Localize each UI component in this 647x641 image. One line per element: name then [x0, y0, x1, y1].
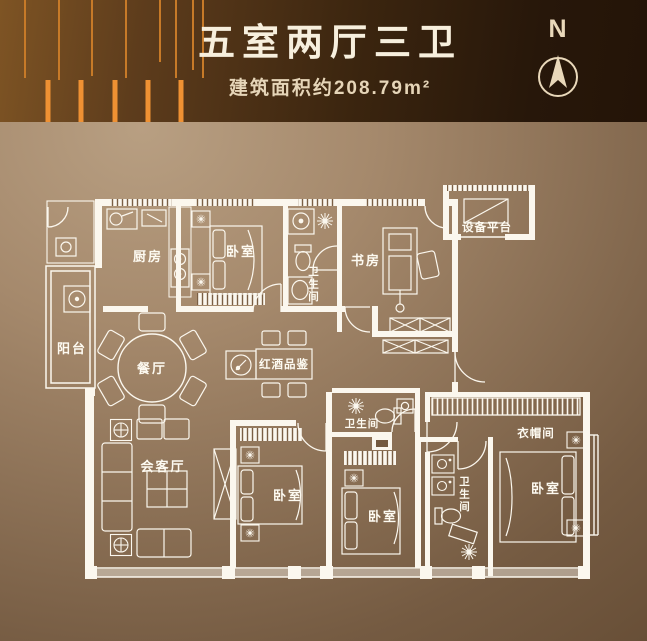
room-labels: 厨房 卧室 卫生间 书房 设备平台 阳台 餐厅 红酒品鉴 会客厅 卧室 卫生间 …: [57, 220, 561, 524]
walls: [85, 185, 590, 579]
bed-icon: [499, 451, 577, 543]
hall-cabinets: [382, 317, 451, 354]
compass-icon: [538, 54, 578, 97]
decorative-stripes: [24, 0, 204, 122]
bed-icon: [209, 225, 263, 295]
room-label-balcony: 阳台: [57, 341, 87, 356]
wardrobe-hatch: [344, 451, 396, 465]
kitchen-appliances: [106, 206, 192, 298]
room-label-bathroom-master: 卫生间: [458, 476, 470, 514]
title-block: 五室两厅三卫 建筑面积约208.79m²: [198, 0, 462, 100]
windows: [45, 185, 599, 578]
plan-title: 五室两厅三卫: [198, 22, 462, 63]
equipment-platform-unit: [463, 198, 509, 224]
furniture: [46, 198, 585, 561]
bathroom-master-fixtures: [431, 454, 478, 561]
storage-hatches: [197, 293, 581, 465]
room-label-study: 书房: [351, 253, 381, 268]
flue-structure: [46, 200, 95, 264]
room-label-bedroom-master: 卧室: [531, 481, 561, 496]
compass: N: [528, 15, 588, 109]
compass-north-label: N: [548, 15, 568, 43]
room-label-dining: 餐厅: [136, 361, 167, 376]
room-label-bedroom-southwest: 卧室: [273, 488, 303, 503]
room-label-kitchen: 厨房: [133, 249, 163, 264]
reception-furniture: [101, 418, 237, 558]
balcony-washer: [63, 285, 91, 313]
room-label-bedroom-north: 卧室: [226, 244, 256, 259]
wardrobe-hatch: [240, 428, 302, 441]
room-label-bathroom-north: 卫生间: [307, 266, 319, 304]
cloakroom-rack-hatch: [431, 397, 581, 416]
doors: [47, 205, 487, 470]
bathroom-middle-fixtures: [347, 397, 414, 425]
wine-tasting-table: [225, 330, 313, 398]
header-banner: 五室两厅三卫 建筑面积约208.79m² N: [0, 0, 647, 122]
balcony-glazing: [45, 265, 96, 389]
room-label-reception: 会客厅: [140, 459, 185, 474]
bathroom-north-fixtures: [287, 208, 334, 305]
room-label-bathroom-middle: 卫生间: [345, 417, 380, 430]
radiator-hatch: [197, 293, 265, 305]
room-label-bedroom-south: 卧室: [368, 509, 398, 524]
room-label-equipment-platform: 设备平台: [462, 220, 512, 234]
plan-area-subtitle: 建筑面积约208.79m²: [228, 78, 432, 99]
bed-icon: [341, 487, 401, 555]
study-desk: [382, 227, 440, 313]
room-label-cloakroom: 衣帽间: [517, 426, 555, 440]
bed-icon: [237, 465, 303, 525]
dining-table: [96, 312, 208, 424]
room-label-wine-tasting: 红酒品鉴: [259, 357, 309, 371]
